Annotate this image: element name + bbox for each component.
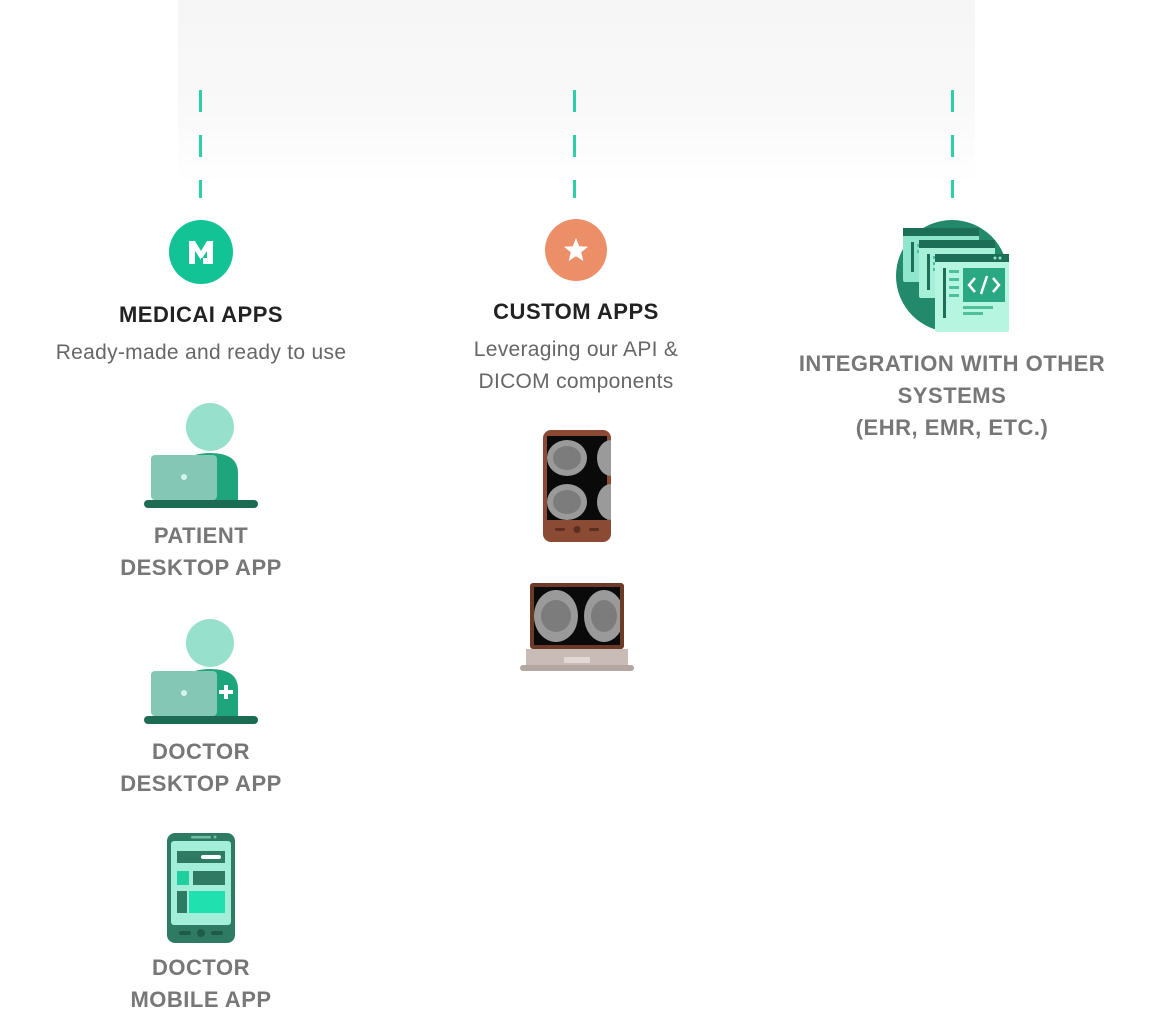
doctor-mobile-app-label: DOCTOR MOBILE APP [20,952,382,1016]
phone-dicom-icon [543,430,611,542]
custom-apps-subtitle: Leveraging our API & DICOM components [420,334,732,398]
doctor-laptop-icon [144,619,258,727]
custom-subtitle-line2: DICOM components [478,370,674,393]
medicai-apps-subtitle: Ready-made and ready to use [55,341,347,364]
top-panel [178,0,975,185]
integration-label: INTEGRATION WITH OTHER SYSTEMS (EHR, EMR… [770,348,1134,444]
doctor-desktop-label-line2: DESKTOP APP [120,771,282,796]
star-icon [545,219,607,281]
medicai-apps-title: MEDICAI APPS [118,302,284,327]
integration-line2: SYSTEMS [897,383,1007,408]
doctor-desktop-label-line1: DOCTOR [152,739,250,764]
custom-subtitle-line1: Leveraging our API & [473,338,679,361]
doctor-mobile-label-line2: MOBILE APP [130,987,272,1012]
connector-medicai [199,90,202,198]
custom-badge [545,219,607,281]
custom-apps-title: CUSTOM APPS [493,299,659,324]
connector-integration [951,90,954,198]
laptop-dicom-icon [520,583,634,675]
code-windows-icon [895,220,1009,332]
connector-custom [573,90,576,198]
doctor-mobile-label-line1: DOCTOR [152,955,250,980]
integration-line1: INTEGRATION WITH OTHER [798,351,1106,376]
patient-laptop-icon [144,403,258,511]
integration-line3: (EHR, EMR, ETC.) [855,415,1049,440]
doctor-phone-icon [167,833,235,943]
patient-label-line1: PATIENT [153,523,249,548]
medicai-logo-badge [169,220,233,284]
patient-desktop-app-label: PATIENT DESKTOP APP [20,520,382,584]
doctor-desktop-app-label: DOCTOR DESKTOP APP [20,736,382,800]
patient-label-line2: DESKTOP APP [120,555,282,580]
